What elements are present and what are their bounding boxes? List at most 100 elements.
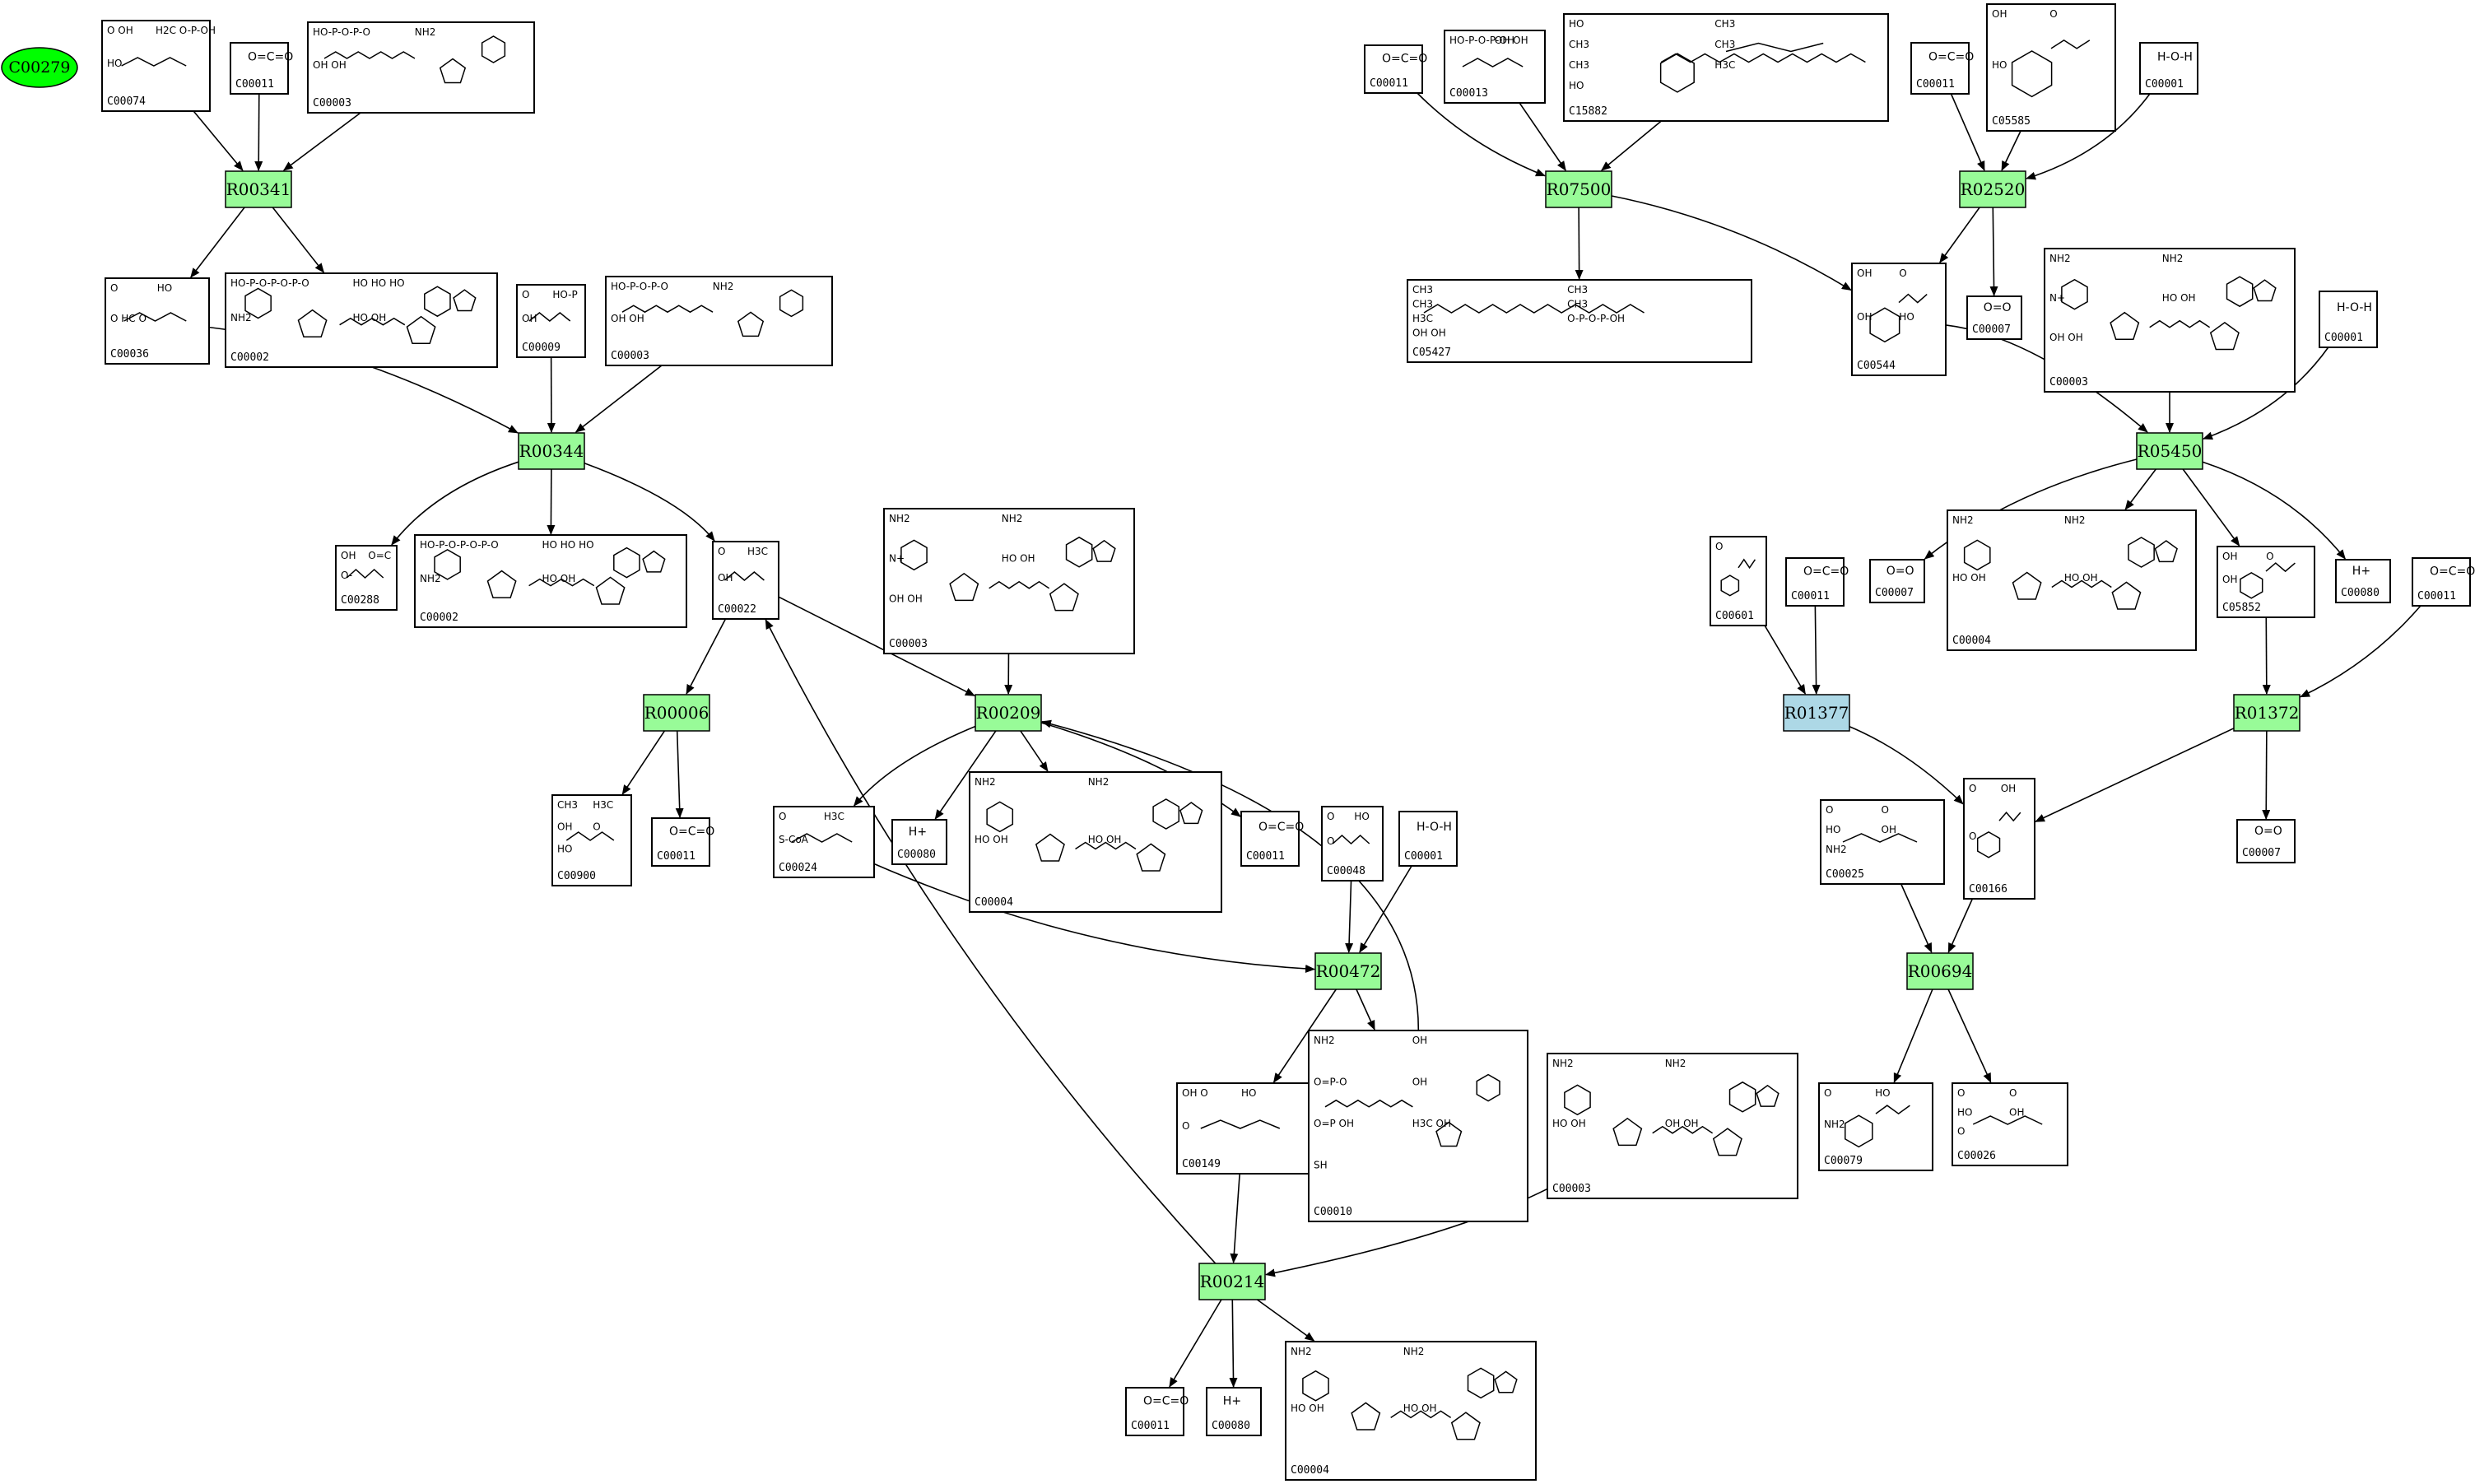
ring-bond [453, 289, 477, 312]
molecule-atom-label: OH OH [313, 59, 347, 71]
molecule-box [2319, 291, 2378, 348]
molecule-box [1947, 509, 2197, 651]
molecule-proton[interactable]: H+C00080 [891, 819, 947, 865]
orthophosphate-structure-icon [528, 312, 571, 322]
molecule-atom-label: NH2 [2162, 253, 2184, 264]
molecule-proton[interactable]: H+C00080 [1206, 1387, 1262, 1436]
chain-bond [1332, 834, 1370, 845]
reaction-node-r00344[interactable]: R00344 [518, 432, 585, 470]
molecule-atom-label: HO [557, 843, 572, 854]
reaction-node-r00472[interactable]: R00472 [1314, 952, 1382, 990]
molecule-atom-label: HO OH [1952, 572, 1986, 584]
molecule-proton[interactable]: H+C00080 [2335, 559, 2391, 603]
ring-bond [1065, 536, 1093, 568]
reaction-node-r00341[interactable]: R00341 [225, 170, 292, 208]
reaction-edge [2182, 468, 2240, 547]
reaction-node-r00006[interactable]: R00006 [643, 694, 710, 732]
reaction-edge [621, 730, 666, 795]
molecule-box [2335, 559, 2391, 603]
chain-bond [1462, 58, 1524, 67]
molecule-id: C00007 [1972, 323, 2011, 336]
reaction-node-r00209[interactable]: R00209 [975, 694, 1042, 732]
nad-plus-structure-icon [1564, 1081, 1779, 1156]
molecule-id: C00010 [1314, 1206, 1352, 1218]
ring-bond [1179, 802, 1203, 825]
molecule-id: C00003 [313, 97, 351, 109]
molecule-box [516, 284, 586, 358]
molecule-atom-label: CH3 [1412, 284, 1433, 295]
molecule-atom-label: HO OH [2064, 572, 2098, 584]
reaction-node-r01377[interactable]: R01377 [1783, 694, 1850, 732]
reaction-edge [1764, 625, 1807, 695]
reaction-box [1959, 170, 2026, 208]
molecule-id: C00007 [2242, 847, 2281, 859]
reaction-node-r07500[interactable]: R07500 [1545, 170, 1612, 208]
reaction-node-r00214[interactable]: R00214 [1198, 1263, 1266, 1300]
molecule-atom-label: NH2 [1826, 844, 1847, 855]
reaction-node-r05450[interactable]: R05450 [2136, 432, 2203, 470]
molecule-atom-label: CH3 [1714, 18, 1735, 30]
molecule-atom-label: NH2 [420, 573, 441, 584]
reaction-edge [2202, 461, 2346, 560]
chain-bond [2149, 319, 2211, 328]
ring-bond [1035, 833, 1065, 862]
molecule-atom-label: NH2 [1952, 514, 1974, 526]
ring-bond [2226, 276, 2254, 308]
molecule-box [2139, 42, 2198, 95]
reaction-node-r02520[interactable]: R02520 [1959, 170, 2026, 208]
molecule-box [969, 771, 1222, 913]
molecule-id: C00025 [1826, 868, 1864, 881]
start-compound-node[interactable] [1, 47, 78, 88]
reaction-node-r00694[interactable]: R00694 [1906, 952, 1974, 990]
ring-bond [1612, 1117, 1643, 1147]
reaction-node-r01372[interactable]: R01372 [2233, 694, 2301, 732]
molecule-id: C00004 [975, 896, 1013, 909]
